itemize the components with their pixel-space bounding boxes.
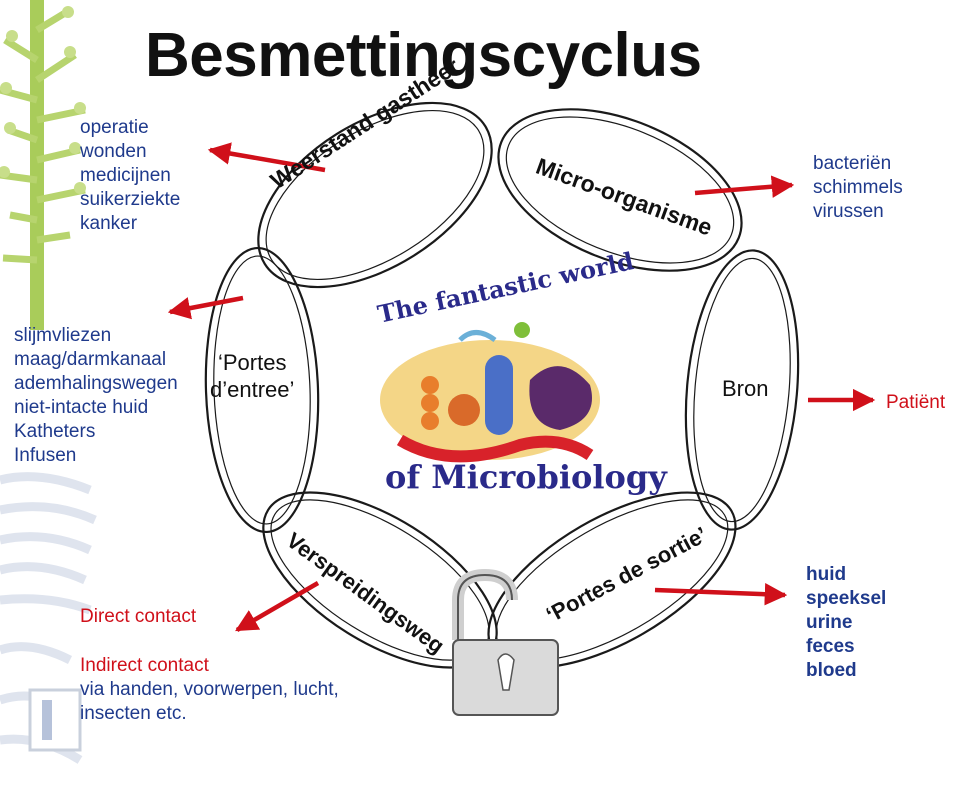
list-item: urine [806, 612, 853, 633]
logo-mark [28, 688, 82, 752]
indirect-detail-2: insecten etc. [80, 703, 187, 724]
tree-icon [0, 0, 86, 330]
microbes-logo [380, 322, 600, 463]
list-item: virussen [813, 201, 884, 222]
list-item: operatie [80, 117, 149, 138]
list-item: suikerziekte [80, 189, 181, 210]
page-title: Besmettingscyclus [145, 21, 702, 90]
exit-routes-list: huid speeksel urine feces bloed [806, 563, 886, 683]
list-item: maag/darmkanaal [14, 349, 167, 370]
source-label: Patiënt [886, 392, 946, 413]
arrows [167, 142, 876, 632]
list-item: ademhalingswegen [14, 373, 178, 394]
list-item: huid [806, 564, 847, 585]
indirect-contact-label: Indirect contact [80, 655, 209, 676]
padlock-icon [452, 568, 559, 716]
list-item: bloed [806, 660, 857, 681]
list-item: Katheters [14, 421, 96, 442]
list-item: medicijnen [80, 165, 171, 186]
label-portes-entree-1: ‘Portes [218, 350, 287, 375]
host-factors-list: operatie wonden medicijnen suikerziekte … [80, 116, 180, 236]
label-bron: Bron [722, 376, 769, 401]
label-portes-entree-2: d’entree’ [210, 377, 295, 402]
logo-title-line2: of Microbiology [385, 458, 667, 496]
list-item: feces [806, 636, 855, 657]
list-item: speeksel [806, 588, 887, 609]
list-item: niet-intacte huid [14, 397, 149, 418]
entry-points-list: slijmvliezen maag/darmkanaal ademhalings… [14, 324, 178, 468]
list-item: Infusen [14, 445, 77, 466]
organisms-list: bacteriën schimmels virussen [813, 152, 903, 224]
direct-contact-label: Direct contact [80, 606, 197, 627]
list-item: wonden [80, 141, 147, 162]
indirect-detail-1: via handen, voorwerpen, lucht, [80, 679, 339, 700]
list-item: schimmels [813, 177, 903, 198]
list-item: bacteriën [813, 153, 892, 174]
list-item: kanker [80, 213, 138, 234]
list-item: slijmvliezen [14, 325, 112, 346]
